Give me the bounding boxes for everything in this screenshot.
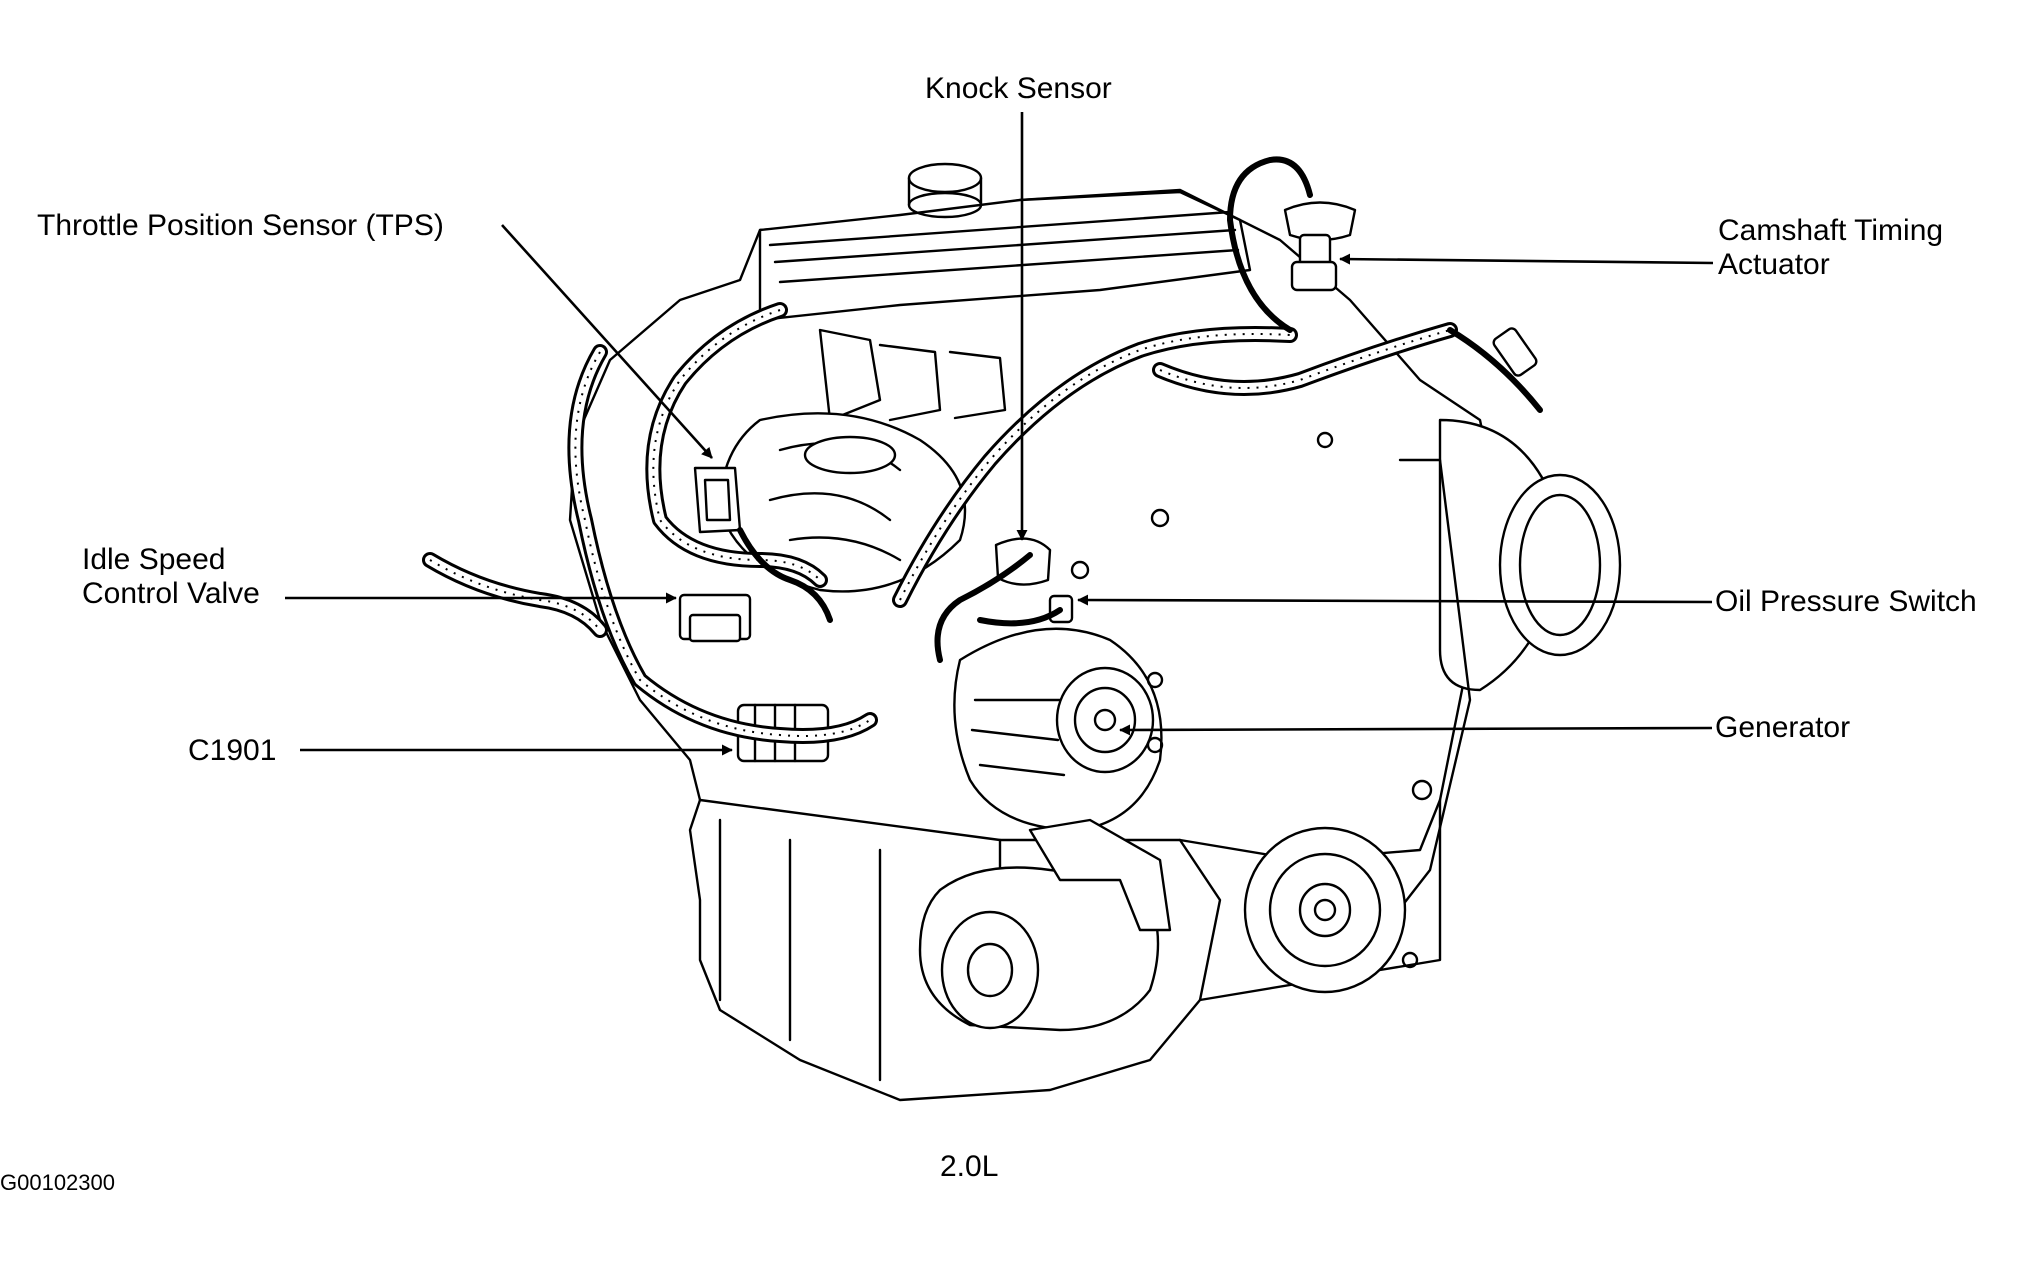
- label-idle-speed-line2: Control Valve: [82, 577, 260, 610]
- label-generator: Generator: [1715, 711, 1851, 744]
- tps-leader: [501, 224, 713, 459]
- label-camshaft-timing-line1: Camshaft Timing: [1718, 214, 1944, 247]
- label-camshaft-timing-line2: Actuator: [1718, 248, 1830, 281]
- label-c1901: C1901: [188, 734, 277, 767]
- camshaft-leader: [1339, 253, 1714, 265]
- label-knock-sensor: Knock Sensor: [925, 72, 1112, 105]
- oil-pressure-leader: [1077, 594, 1713, 606]
- label-figure-id: G00102300: [0, 1170, 115, 1195]
- label-oil-pressure-switch: Oil Pressure Switch: [1715, 585, 1977, 618]
- engine-drawing: [568, 162, 1622, 1102]
- label-idle-speed-line1: Idle Speed: [82, 543, 226, 576]
- label-tps: Throttle Position Sensor (TPS): [37, 209, 444, 242]
- generator-leader: [1119, 724, 1713, 736]
- wiring-harness: [422, 156, 1543, 744]
- label-engine-size: 2.0L: [940, 1150, 999, 1183]
- callout-leaders: [285, 112, 1714, 756]
